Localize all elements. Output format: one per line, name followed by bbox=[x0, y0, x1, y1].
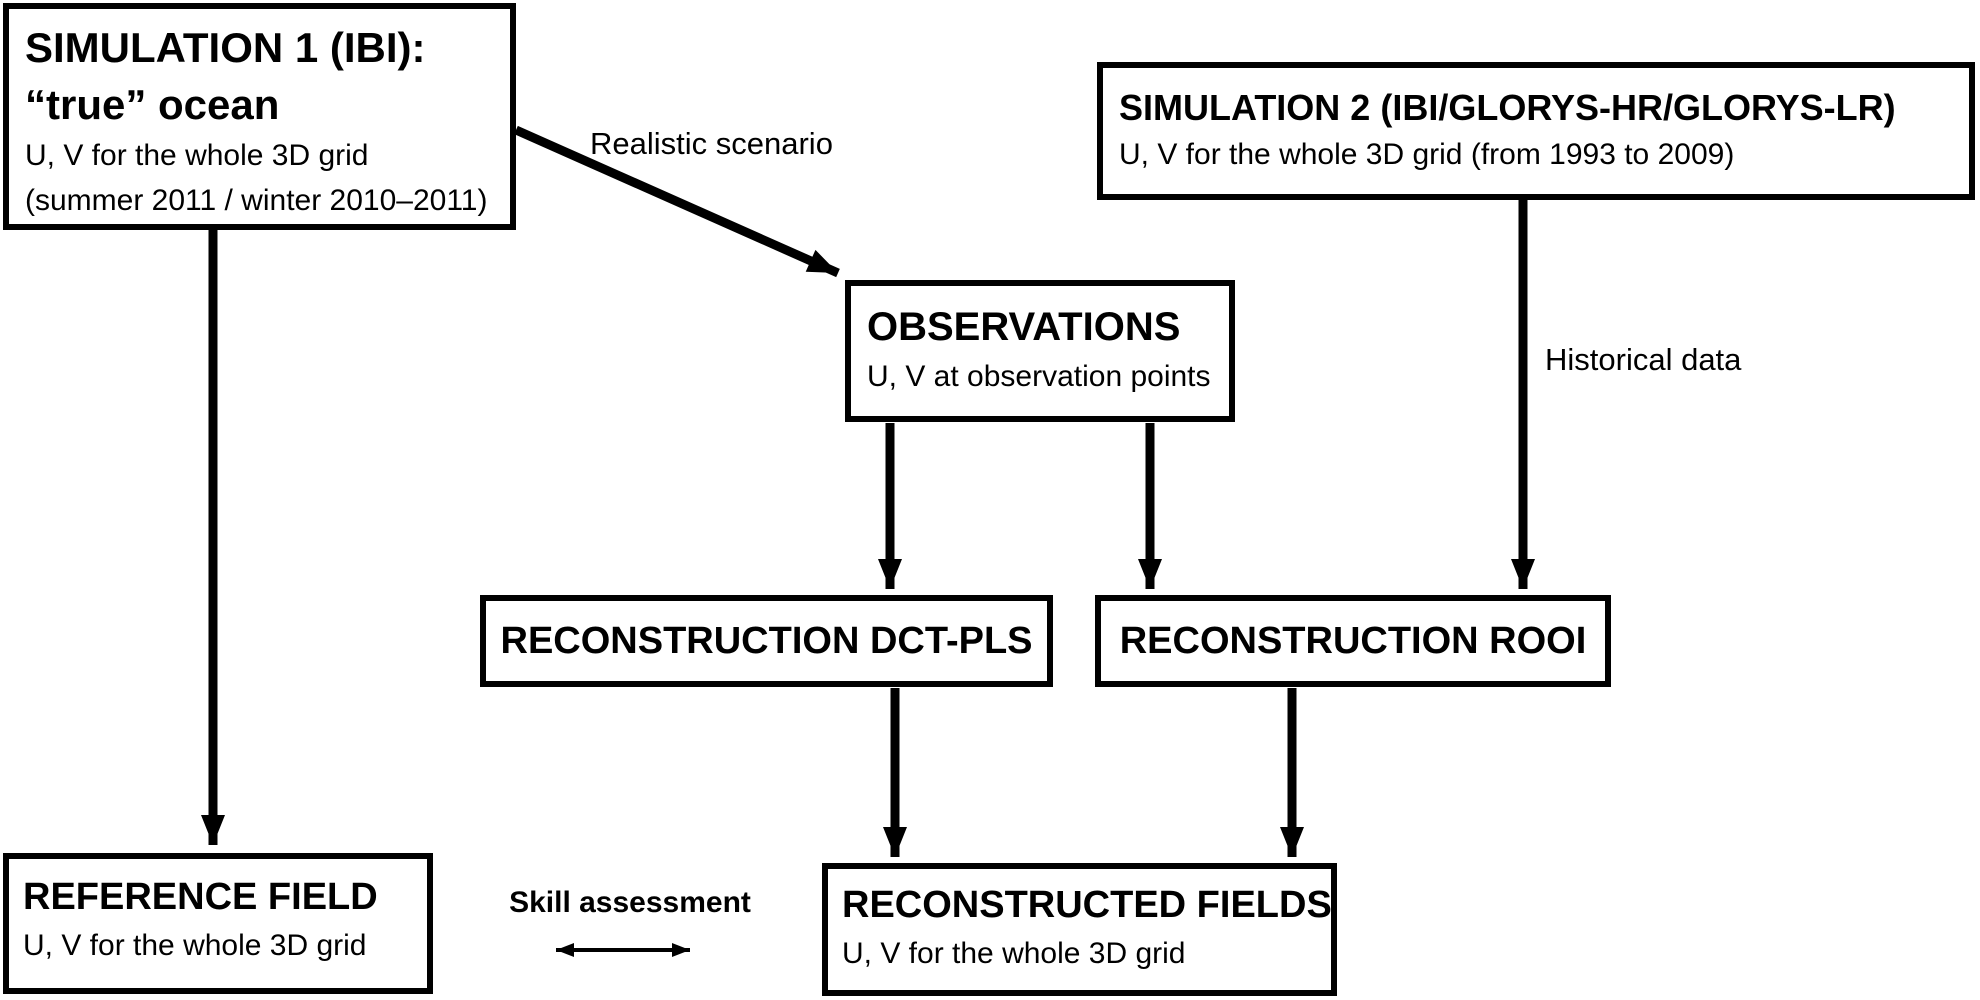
simulation1-title-line1: SIMULATION 1 (IBI): bbox=[25, 24, 426, 71]
observations-title: OBSERVATIONS bbox=[867, 305, 1181, 349]
simulation1-body-line2: (summer 2011 / winter 2010–2011) bbox=[25, 184, 488, 217]
simulation1-body-line1: U, V for the whole 3D grid bbox=[25, 139, 369, 172]
simulation2-title: SIMULATION 2 (IBI/GLORYS-HR/GLORYS-LR) bbox=[1119, 87, 1896, 128]
reference-field-body: U, V for the whole 3D grid bbox=[23, 929, 367, 962]
reconstructed-fields-body: U, V for the whole 3D grid bbox=[842, 937, 1186, 970]
observations-body: U, V at observation points bbox=[867, 360, 1211, 393]
box-reference-field: REFERENCE FIELD U, V for the whole 3D gr… bbox=[3, 853, 433, 994]
box-reconstructed-fields: RECONSTRUCTED FIELDS U, V for the whole … bbox=[822, 863, 1337, 996]
realistic-scenario-label: Realistic scenario bbox=[590, 126, 833, 161]
box-reconstruction-rooi: RECONSTRUCTION ROOI bbox=[1095, 595, 1611, 687]
historical-data-label: Historical data bbox=[1545, 342, 1742, 377]
box-reconstruction-dct-pls: RECONSTRUCTION DCT-PLS bbox=[480, 595, 1053, 687]
box-simulation2: SIMULATION 2 (IBI/GLORYS-HR/GLORYS-LR) U… bbox=[1097, 62, 1975, 200]
box-simulation1: SIMULATION 1 (IBI): “true” ocean U, V fo… bbox=[3, 3, 516, 230]
skill-assessment-label: Skill assessment bbox=[509, 886, 751, 919]
reconstruction-rooi-title: RECONSTRUCTION ROOI bbox=[1119, 619, 1587, 662]
reference-field-title: REFERENCE FIELD bbox=[23, 876, 378, 918]
box-observations: OBSERVATIONS U, V at observation points bbox=[845, 280, 1235, 422]
reconstruction-dct-pls-title: RECONSTRUCTION DCT-PLS bbox=[500, 619, 1033, 662]
simulation1-title-line2: “true” ocean bbox=[25, 81, 280, 128]
reconstructed-fields-title: RECONSTRUCTED FIELDS bbox=[842, 884, 1332, 926]
arrow-sim1-to-observations bbox=[514, 125, 840, 278]
simulation2-body: U, V for the whole 3D grid (from 1993 to… bbox=[1119, 138, 1735, 171]
